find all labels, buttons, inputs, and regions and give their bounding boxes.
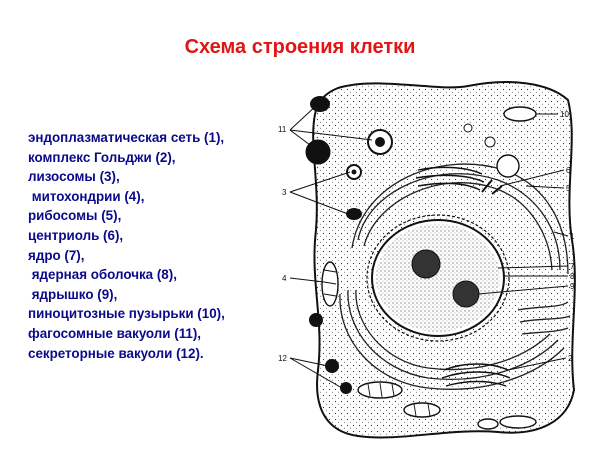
phagosome-vacuole [305,139,331,165]
legend-item: фагосомные вакуоли (11), [28,325,202,341]
callout-11: 11 [278,125,287,134]
callout-9: 9 [570,282,575,291]
callout-3: 3 [282,188,287,197]
callout-lines [289,103,569,389]
legend-item: эндоплазматическая сеть (1), [28,130,225,145]
cell-diagram: 11 3 4 12 10 6 5 1 7 8 9 2 [268,70,600,450]
callout-1: 1 [570,232,575,241]
callout-7: 7 [570,262,575,271]
pinocytotic-vesicle [484,136,496,148]
nuclear-envelope [366,214,510,342]
cell-drawing: 11 3 4 12 10 6 5 1 7 8 9 2 [278,81,576,439]
legend-item: пиноцитозные пузырьки (10), [28,306,225,322]
secretory-vacuole [325,359,339,373]
callout-12: 12 [278,354,287,363]
secretory-vacuole [340,382,352,394]
lysosome [309,313,323,327]
callout-2: 2 [568,354,573,363]
nucleolus [411,249,441,279]
legend-item: центриоль (6), [28,227,124,243]
pinocytotic-vesicle [463,123,473,133]
callout-5: 5 [566,184,571,193]
golgi-complex [441,363,511,387]
organelle-legend: эндоплазматическая сеть (1), комплекс Го… [28,128,225,363]
centriole [481,179,503,195]
legend-item: митохондрии (4), [28,188,145,204]
lysosome [346,208,362,220]
nucleolus [452,280,480,308]
callout-8: 8 [570,272,575,281]
legend-item: комплекс Гольджи (2), [28,149,176,165]
legend-item: секреторные вакуоли (12). [28,345,204,361]
legend-item: ядрышко (9), [28,286,118,302]
page-title: Схема строения клетки [184,36,416,58]
callout-4: 4 [282,274,287,283]
legend-item: рибосомы (5), [28,208,122,224]
pinocytotic-vesicle [503,106,537,122]
phagosome-vacuole [310,96,330,112]
golgi-complex [415,166,485,191]
legend-item: лизосомы (3), [28,169,120,185]
legend-item: ядро (7), [28,247,85,263]
pinocytotic-vesicle [496,154,520,178]
callout-6: 6 [566,166,571,175]
legend-item: ядерная оболочка (8), [28,267,177,283]
mitochondria [321,261,537,430]
callout-10: 10 [560,110,569,119]
